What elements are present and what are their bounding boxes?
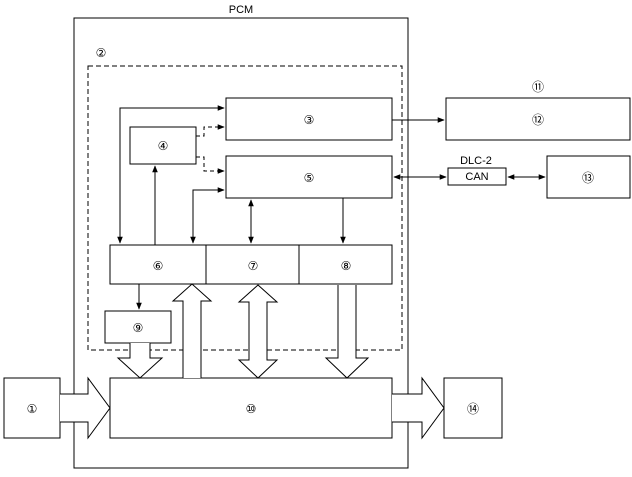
label-4: ④: [158, 139, 169, 153]
can-label: CAN: [465, 171, 488, 183]
can-box: [447, 167, 507, 186]
arrow-6-to-3: [117, 105, 225, 244]
block-13: [546, 155, 631, 199]
block-1: [3, 377, 61, 439]
label-9: ⑨: [133, 321, 144, 335]
internal-unit-dashed-box: [87, 65, 403, 351]
label-8: ⑧: [341, 259, 352, 273]
label-6: ⑥: [153, 259, 164, 273]
label-14: ⑭: [467, 402, 479, 416]
label-12: ⑫: [532, 113, 544, 127]
arrow-6-5: [190, 187, 225, 244]
hollow-arrow-8-to-10: [324, 285, 370, 379]
block-12: [445, 97, 631, 141]
hollow-arrow-9-to-10: [116, 343, 164, 379]
block-14: [443, 377, 503, 439]
hollow-arrow-7-10: [237, 284, 279, 379]
label-3: ③: [304, 113, 315, 127]
label-10: ⑩: [246, 402, 257, 416]
block-3: [225, 97, 393, 141]
pcm-label: PCM: [229, 4, 253, 16]
label-5: ⑤: [304, 171, 315, 185]
hollow-arrow-10-to-14: [392, 376, 445, 440]
block-8: [298, 244, 393, 285]
label-2: ②: [96, 46, 107, 60]
block-7: [205, 244, 300, 285]
label-13: ⑬: [582, 171, 594, 185]
label-11: ⑪: [532, 80, 544, 94]
hollow-arrow-10-to-6: [171, 283, 213, 378]
label-7: ⑦: [248, 259, 259, 273]
dashed-4-to-3: [196, 124, 225, 137]
dlc-label: DLC-2: [460, 155, 492, 167]
hollow-arrow-1-to-10: [60, 376, 111, 440]
block-5: [225, 155, 393, 199]
dashed-4-to-5: [196, 156, 225, 174]
label-1: ①: [27, 402, 38, 416]
block-9: [104, 310, 172, 344]
